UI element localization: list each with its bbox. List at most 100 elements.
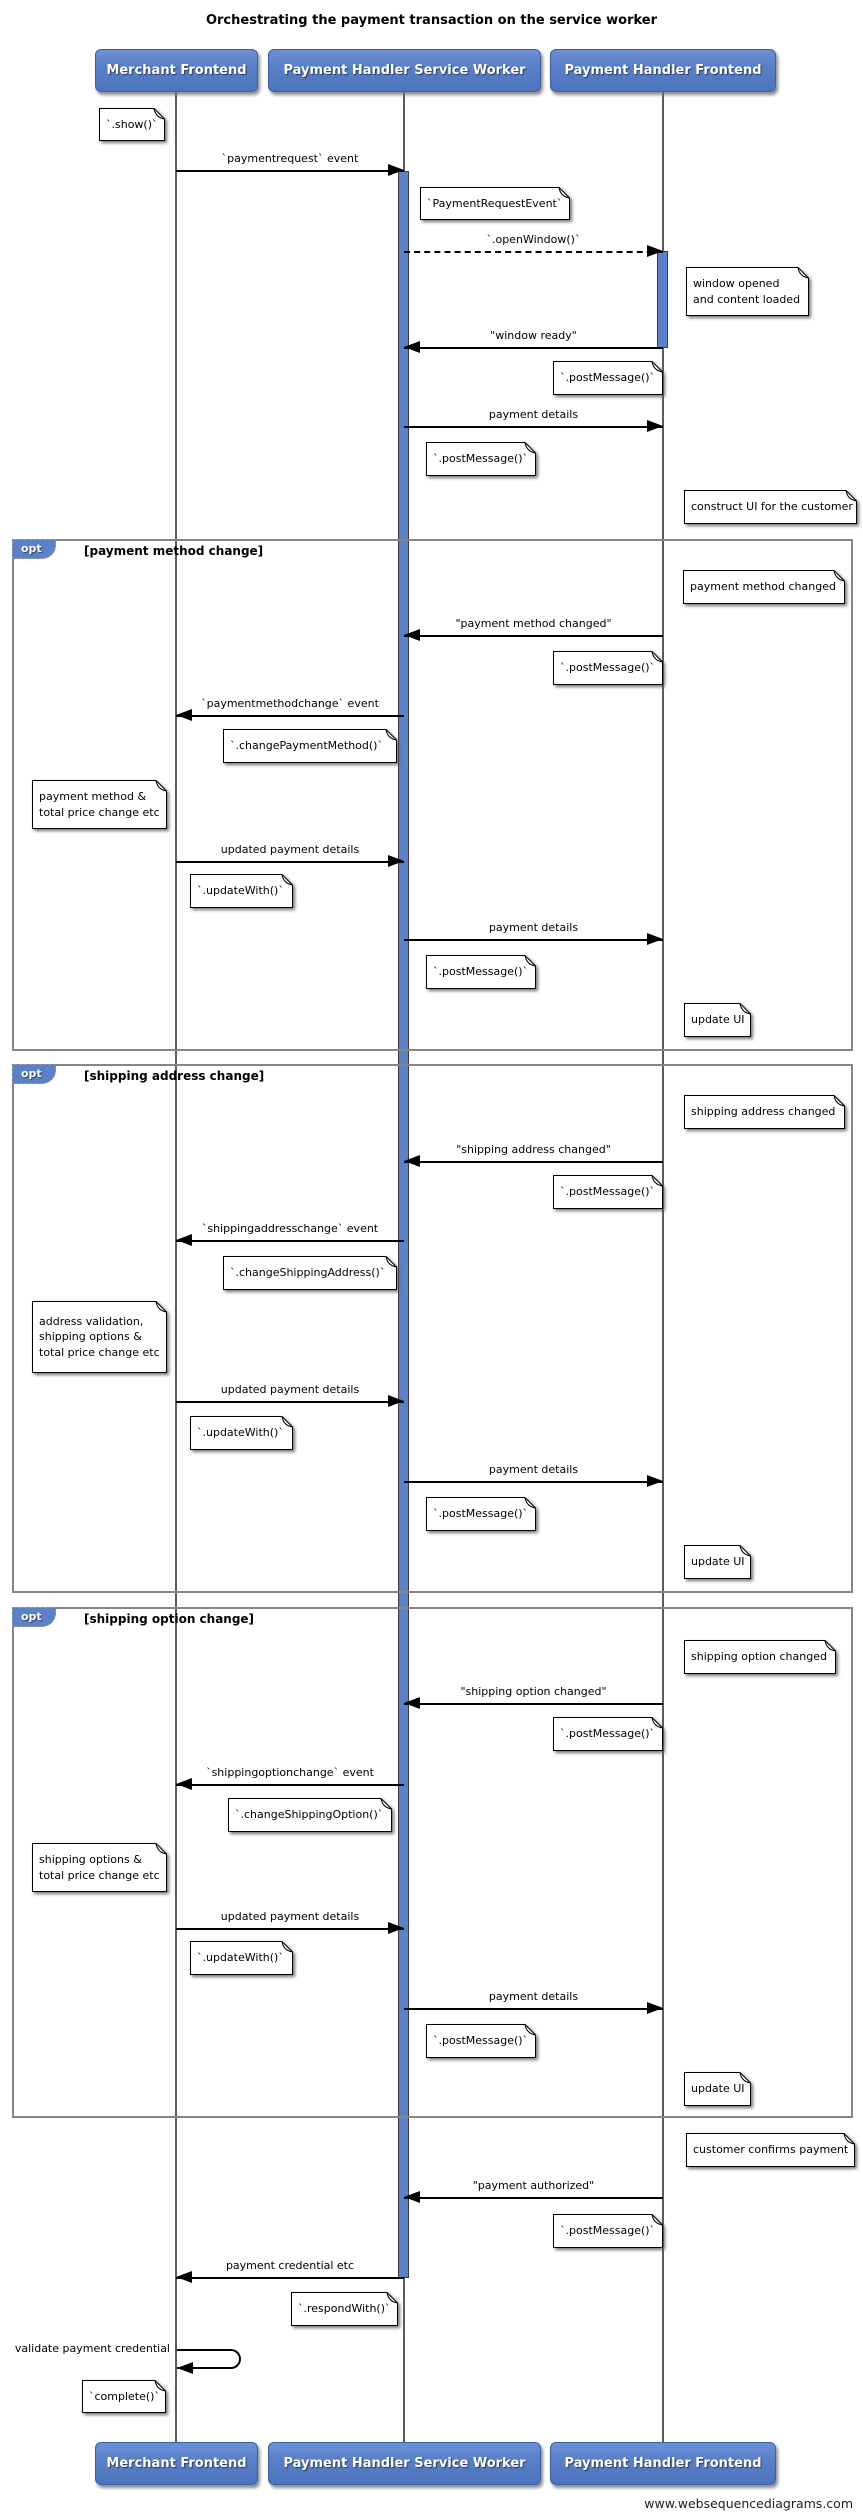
note-postmessage: `.postMessage()` <box>553 361 663 395</box>
note-text-line: shipping options & <box>39 1853 142 1866</box>
note-text: shipping option changed <box>684 1640 836 1674</box>
note-text: `.postMessage()` <box>553 2214 663 2248</box>
message-payment-authorized-line <box>404 2197 663 2199</box>
note-text-line: `.postMessage()` <box>560 1185 656 1199</box>
note-paper-shape <box>223 1256 397 1290</box>
note-text: customer confirms payment <box>686 2133 855 2167</box>
message-payment-details-line <box>404 2008 663 2010</box>
note-text-line: update UI <box>691 1013 745 1027</box>
note-text-line: `.show()` <box>106 117 158 131</box>
note-text: `.changeShippingAddress()` <box>223 1256 397 1290</box>
message-payment-details-arrowhead <box>647 2002 663 2014</box>
note-text: payment method changed <box>683 570 845 604</box>
message-payment-details-label: payment details <box>488 921 579 934</box>
self-message-arrowhead <box>177 2362 193 2374</box>
note-changeshippingoption: `.changeShippingOption()` <box>228 1798 392 1832</box>
note-text: `.postMessage()` <box>553 1175 663 1209</box>
message-payment-credential-etc-arrowhead <box>176 2271 192 2283</box>
note-text-line: update UI <box>691 2082 745 2096</box>
note-updatewith: `.updateWith()` <box>190 1416 293 1450</box>
note-text: payment method &total price change etc <box>32 780 167 829</box>
note-text-line: payment method & <box>39 790 147 803</box>
fragment-opt-shipping-option-change: opt[shipping option change] <box>12 1607 853 2118</box>
message-openwindow-label: `.openWindow()` <box>486 233 581 246</box>
note-text-line: `.postMessage()` <box>560 1727 656 1741</box>
message-payment-credential-etc-line <box>176 2277 404 2279</box>
message-payment-method-changed-line <box>404 635 663 637</box>
message-updated-payment-details-line <box>176 1928 404 1930</box>
note-text-line: shipping options & <box>39 1330 142 1344</box>
message-paymentrequest-event-line <box>176 170 404 172</box>
note-paper-shape <box>684 1545 751 1579</box>
message-payment-details-line <box>404 426 663 428</box>
note-text: update UI <box>684 2072 751 2106</box>
message-payment-method-changed-arrowhead <box>404 629 420 641</box>
note-paper-shape <box>32 1843 167 1892</box>
watermark-footer: www.websequencediagrams.com <box>644 2496 853 2511</box>
note-customer-confirms-payment: customer confirms payment <box>686 2133 855 2167</box>
note-paper-shape <box>686 267 809 316</box>
message-paymentrequest-event-arrowhead <box>388 164 404 176</box>
participant-top-payment-handler-service-worker: Payment Handler Service Worker <box>268 49 541 92</box>
note-paper-shape <box>686 2133 855 2167</box>
note-paper-shape <box>426 1497 536 1531</box>
note-text: `.changePaymentMethod()` <box>223 729 397 763</box>
note-paper-shape <box>684 490 857 524</box>
self-message-loop <box>177 2349 241 2369</box>
note-text: `.show()` <box>99 108 165 141</box>
note-respondwith: `.respondWith()` <box>291 2292 398 2326</box>
note-paper-shape <box>190 874 293 908</box>
note-postmessage: `.postMessage()` <box>426 955 536 989</box>
note-text-line: `.changePaymentMethod()` <box>230 739 383 753</box>
note-text: `complete()` <box>82 2380 166 2413</box>
note-payment-method-changed: payment method changed <box>683 570 845 604</box>
message-shipping-address-changed-label: "shipping address changed" <box>456 1143 611 1156</box>
note-complete: `complete()` <box>82 2380 166 2413</box>
message-shipping-option-changed-label: "shipping option changed" <box>460 1685 607 1698</box>
note-postmessage: `.postMessage()` <box>426 442 536 476</box>
fragment-operator-label: opt <box>12 539 56 559</box>
note-changepaymentmethod: `.changePaymentMethod()` <box>223 729 397 763</box>
note-text-line: customer confirms payment <box>693 2143 849 2157</box>
lifeline-payment-handler-frontend <box>662 92 664 2442</box>
note-updatewith: `.updateWith()` <box>190 1941 293 1975</box>
note-postmessage: `.postMessage()` <box>426 2024 536 2058</box>
message-paymentrequest-event-label: `paymentrequest` event <box>221 152 359 165</box>
note-update-ui: update UI <box>684 1003 751 1037</box>
note-text: `.updateWith()` <box>190 874 293 908</box>
lifeline-merchant-frontend <box>175 92 177 2442</box>
note-text-line: `.changeShippingAddress()` <box>230 1266 386 1280</box>
note-paper-shape <box>684 1640 836 1674</box>
note-paper-shape <box>32 1301 167 1373</box>
note-text-line: and content loaded <box>693 292 801 306</box>
note-text-line: `.postMessage()` <box>433 452 529 466</box>
message-updated-payment-details-label: updated payment details <box>220 843 360 856</box>
note-text-line: `.updateWith()` <box>197 1426 284 1440</box>
message-payment-method-changed-label: "payment method changed" <box>455 617 612 630</box>
note-shipping-option-changed: shipping option changed <box>684 1640 836 1674</box>
note-text: `.postMessage()` <box>426 2024 536 2058</box>
note-paper-shape <box>553 2214 663 2248</box>
message-window-ready-arrowhead <box>404 341 420 353</box>
note-paper-shape <box>228 1798 392 1832</box>
participant-bottom-payment-handler-frontend: Payment Handler Frontend <box>550 2442 776 2485</box>
note-paper-shape <box>190 1941 293 1975</box>
message-payment-details-label: payment details <box>488 1463 579 1476</box>
message-shipping-address-changed-arrowhead <box>404 1155 420 1167</box>
note-text-line: address validation, <box>39 1314 144 1328</box>
note-show: `.show()` <box>99 108 165 141</box>
message-shippingoptionchange-event-line <box>176 1784 404 1786</box>
note-text-line: `complete()` <box>89 2389 160 2403</box>
message-shipping-option-changed-arrowhead <box>404 1697 420 1709</box>
note-paper-shape <box>684 1095 845 1129</box>
message-payment-authorized-arrowhead <box>404 2191 420 2203</box>
note-text-line: `.respondWith()` <box>298 2302 391 2316</box>
note-paper-shape <box>426 2024 536 2058</box>
diagram-title: Orchestrating the payment transaction on… <box>205 13 658 28</box>
note-paper-shape <box>684 2072 751 2106</box>
note-text: `.respondWith()` <box>291 2292 398 2326</box>
note-text-line: total price change etc <box>39 1868 160 1882</box>
note-postmessage: `.postMessage()` <box>426 1497 536 1531</box>
note-text: update UI <box>684 1545 751 1579</box>
